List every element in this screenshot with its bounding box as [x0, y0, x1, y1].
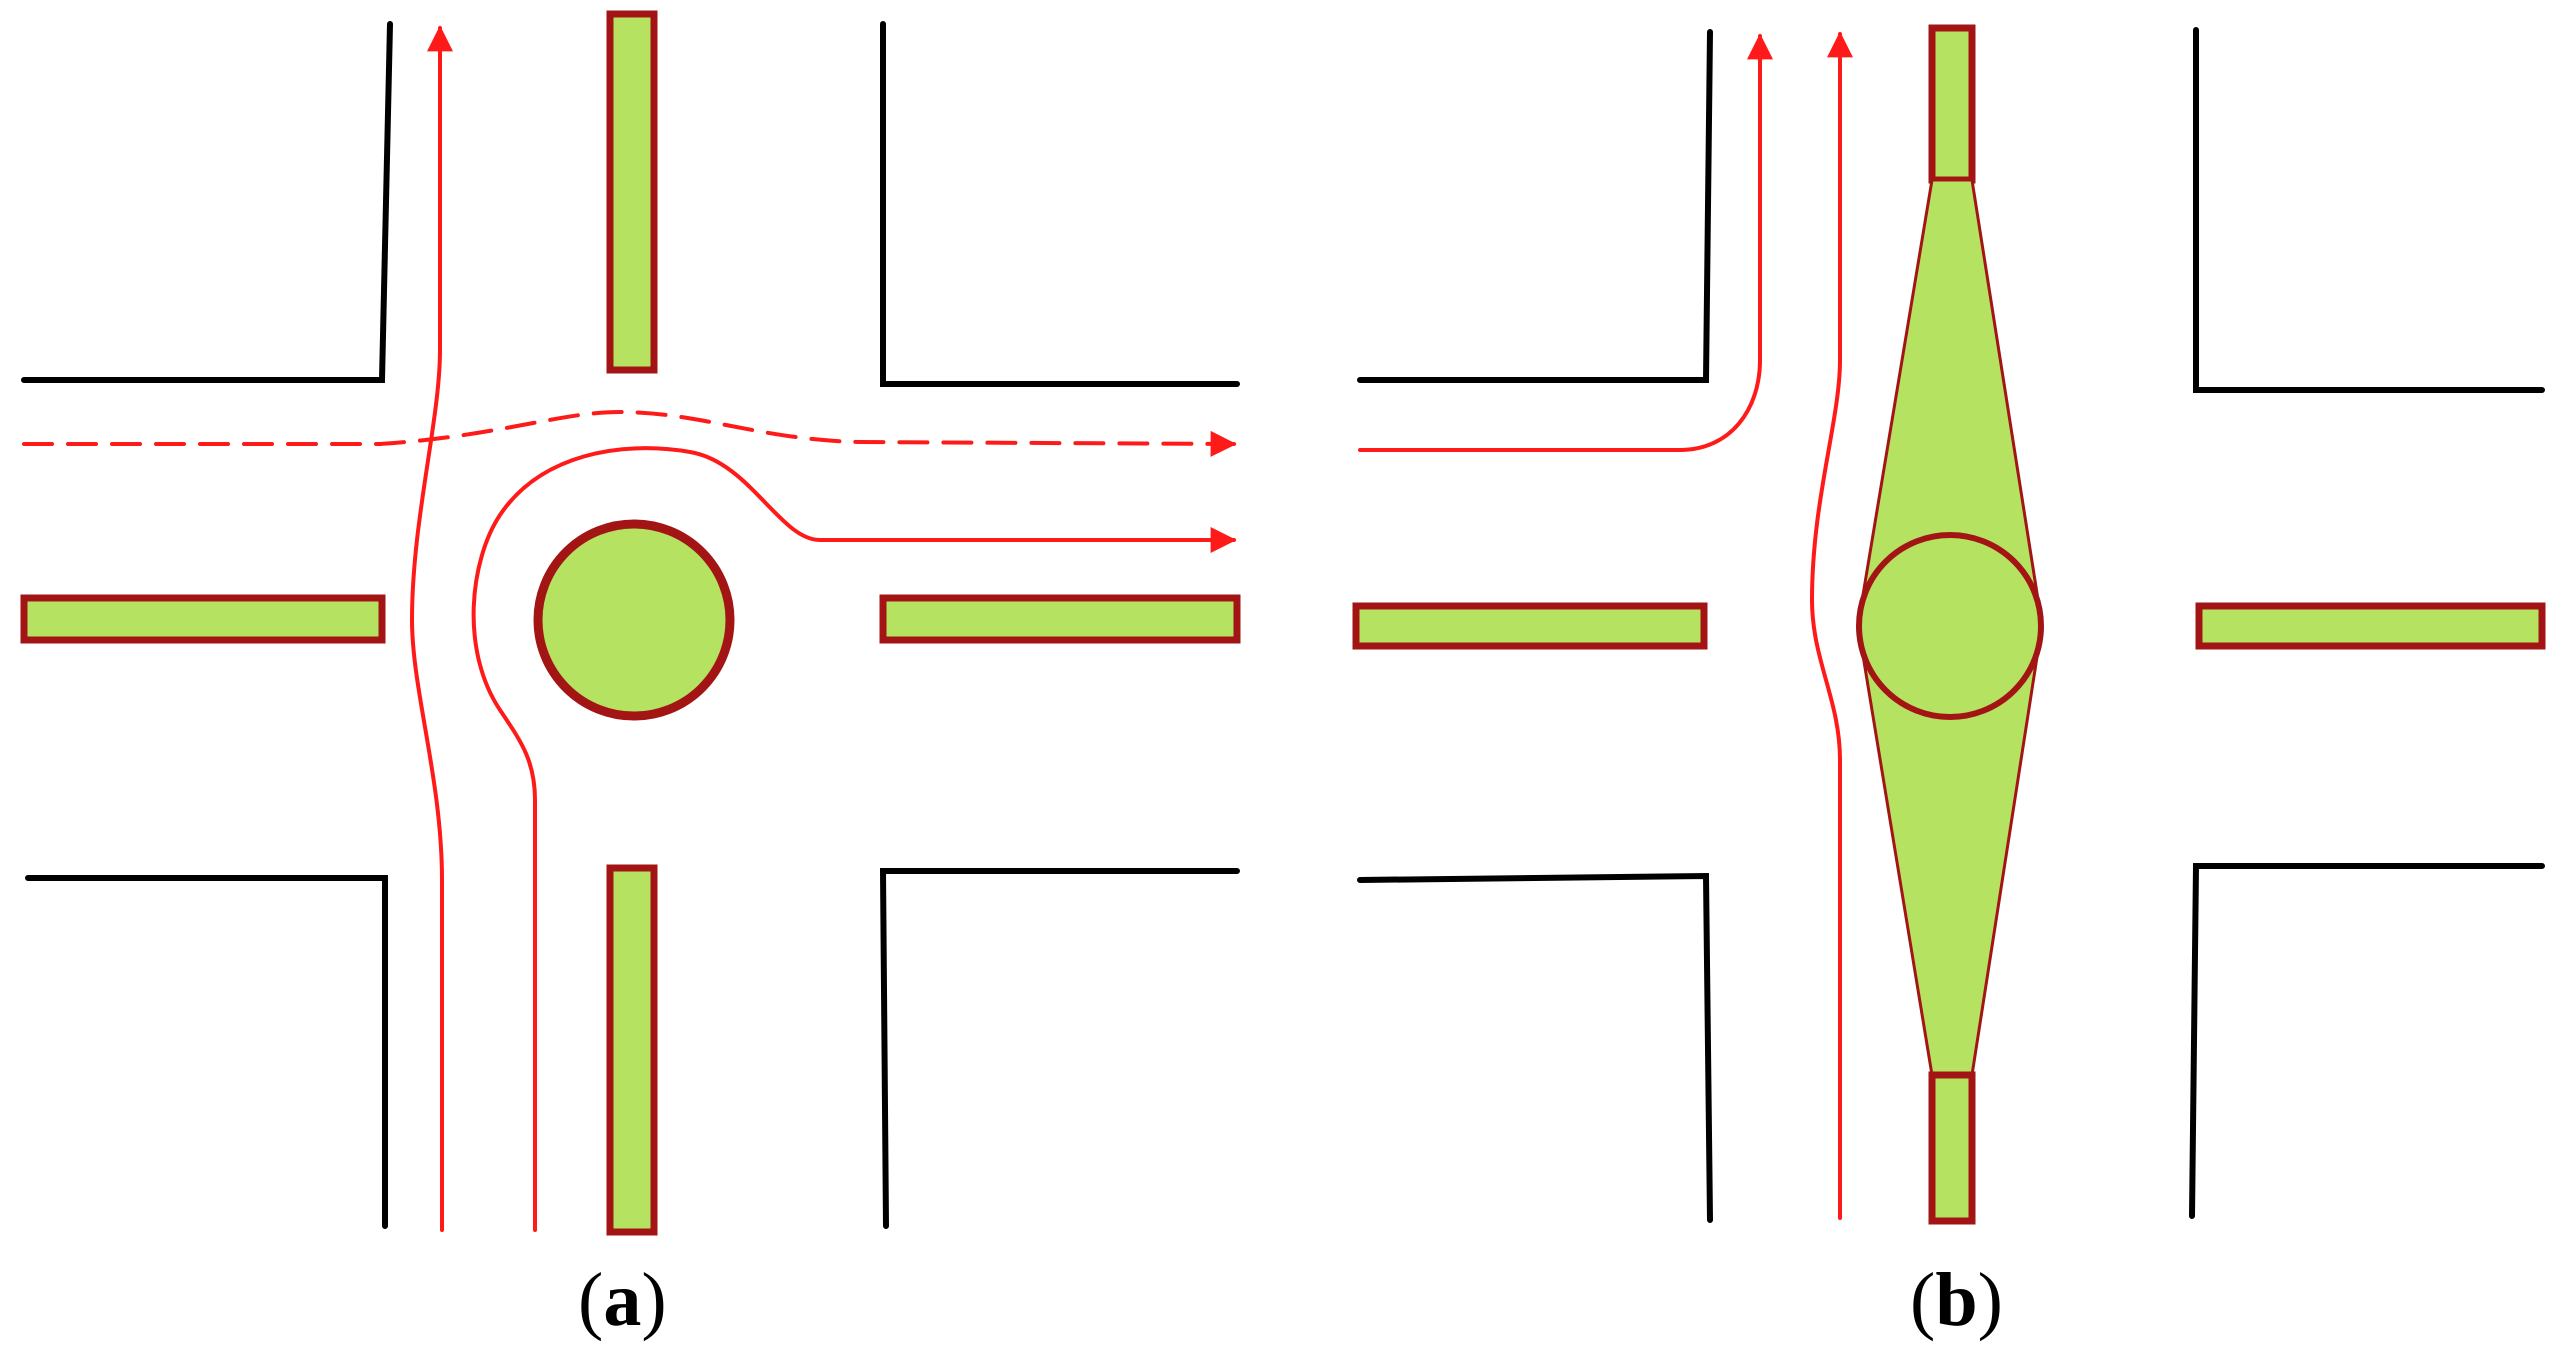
curb-b-bottom-right: [2189, 863, 2545, 1219]
median-a-west: [20, 594, 386, 644]
caption-panel-b: (b): [1910, 1258, 2003, 1342]
panel-b-medians: [1352, 24, 2546, 1225]
curb-a-top-left: [21, 21, 393, 383]
panel-b-curbs: [1357, 27, 2545, 1223]
path-a-loop-east: [471, 446, 1237, 1232]
panel-b: [1352, 24, 2546, 1225]
panel-b-paths: [1358, 31, 1853, 1220]
path-b-through-north: [1809, 31, 1853, 1220]
curb-b-top-left: [1357, 29, 1713, 383]
caption-letter-a: a: [603, 1258, 642, 1342]
path-a-dashed-east: [22, 409, 1237, 457]
median-b-west: [1352, 602, 1708, 650]
median-b-east: [2195, 602, 2546, 650]
path-a-through-north: [409, 25, 453, 1232]
curb-b-bottom-left: [1357, 872, 1713, 1223]
roundabout-b: [1856, 532, 2044, 720]
curb-b-top-right: [2193, 27, 2545, 393]
panel-a-paths: [22, 25, 1237, 1232]
median-a-east: [879, 594, 1241, 644]
caption-panel-a: (a): [578, 1258, 667, 1342]
panel-a-medians: [20, 10, 1241, 1236]
curb-a-bottom-left: [25, 875, 388, 1229]
panel-a-curbs: [21, 21, 1240, 1229]
curb-a-bottom-right: [879, 868, 1240, 1229]
roundabout-a: [533, 519, 735, 721]
caption-letter-b: b: [1935, 1258, 1978, 1342]
median-a-north: [606, 10, 658, 374]
median-b-south: [1928, 1071, 1976, 1225]
panel-a: [20, 10, 1241, 1236]
median-a-south: [606, 864, 658, 1236]
median-b-north: [1928, 24, 1976, 184]
curb-a-top-right: [880, 21, 1240, 387]
path-b-right-turn-north: [1358, 33, 1773, 452]
